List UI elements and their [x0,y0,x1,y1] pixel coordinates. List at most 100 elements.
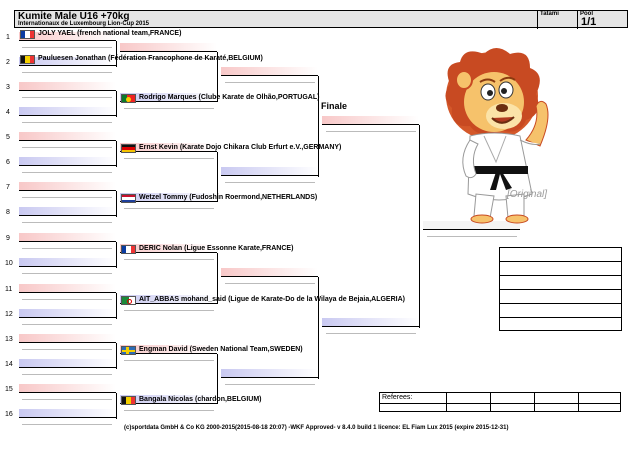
slot-number: 13 [5,336,13,343]
slot-subline [22,97,112,98]
slot-subline [22,349,112,350]
competitor-name: AIT_ABBAS mohand_said (Ligue de Karate-D… [139,296,405,303]
slot-subline [124,208,214,209]
connector [217,253,218,304]
connector [116,91,117,117]
semifinal-slot-1 [322,116,419,125]
rank-row [500,248,621,262]
slot-11 [19,284,116,293]
round2-slot-8 [120,395,217,404]
slot-number: 4 [6,109,10,116]
referees-divider [380,403,620,404]
belgium-flag-icon [121,396,136,405]
slot-subline [124,360,214,361]
round2-slot-4 [120,193,217,202]
slot-subline [22,172,112,173]
referees-table: Referees: [379,392,621,412]
footer-copyright: (c)sportdata GmbH & Co KG 2000-2015(2015… [124,425,509,431]
competitor-name: Engman David (Sweden National Team,SWEDE… [139,346,303,353]
slot-subline [22,122,112,123]
slot-number: 2 [6,59,10,66]
finale-label: Finale [321,101,348,111]
slot-16 [19,409,116,418]
referee-cell [578,393,579,411]
slot-1 [19,32,116,41]
slot-number: 12 [5,311,13,318]
slot-number: 16 [5,411,13,418]
slot-subline [225,82,315,83]
sweden-flag-icon [121,346,136,355]
round3-slot-2 [221,167,318,176]
slot-number: 14 [5,361,13,368]
belgium-flag-icon [20,55,35,64]
slot-subline [326,131,416,132]
slot-subline [22,374,112,375]
slot-subline [124,108,214,109]
france-flag-icon [20,30,35,39]
slot-13 [19,334,116,343]
slot-subline [22,324,112,325]
slot-6 [19,157,116,166]
slot-subline [124,158,214,159]
slot-number: 5 [6,134,10,141]
competitor-name: Wetzel Tommy (Fudoshin Roermond,NETHERLA… [139,194,318,201]
slot-9 [19,233,116,242]
connector [318,76,319,177]
slot-5 [19,132,116,141]
connector [217,354,218,404]
slot-12 [19,309,116,318]
competitor-name: JOLY YAEL (french national team,FRANCE) [38,30,182,37]
tatami-label: Tatami [540,11,559,17]
slot-subline [225,384,315,385]
round3-slot-3 [221,268,318,277]
competitor-name: Bangala Nicolas (chardon,BELGIUM) [139,396,262,403]
connector [217,52,218,102]
slot-subline [22,273,112,274]
competitor-name: Rodrigo Marques (Clube Karate de Olhão,P… [139,94,320,101]
connector [116,343,117,369]
rank-row [500,262,621,276]
slot-number: 11 [5,286,13,293]
slot-number: 6 [6,159,10,166]
connector [419,125,420,328]
winner-slot [423,221,520,230]
portugal-flag-icon [121,94,136,103]
slot-subline [124,58,214,59]
slot-15 [19,384,116,393]
tatami-cell: Tatami [537,11,577,29]
slot-subline [225,182,315,183]
pool-label: Pool [580,11,593,17]
slot-subline [427,236,517,237]
slot-subline [22,72,112,73]
slot-number: 1 [6,34,10,41]
connector [116,191,117,217]
connector [116,293,117,319]
pool-value: 1/1 [581,16,597,28]
referees-label: Referees: [382,394,413,401]
tournament-name: Internationaux de Luxembourg Lion-Cup 20… [18,21,150,27]
semifinal-slot-2 [322,318,419,327]
slot-number: 10 [5,260,13,267]
netherlands-flag-icon [121,194,136,203]
round2-slot-2 [120,93,217,102]
original-watermark: [Original] [507,189,548,200]
slot-2 [19,57,116,66]
connector [116,242,117,268]
pool-cell: Pool 1/1 [577,11,629,29]
slot-subline [124,259,214,260]
connector [116,41,117,67]
round2-slot-6 [120,295,217,304]
round2-slot-7 [120,345,217,354]
connector [217,152,218,202]
referee-cell [446,393,447,411]
round2-slot-5 [120,244,217,253]
ranking-table [499,247,622,331]
slot-subline [22,399,112,400]
referee-cell [490,393,491,411]
slot-number: 7 [6,184,10,191]
slot-number: 3 [6,84,10,91]
competitor-name: DERIC Nolan (Ligue Essonne Karate,FRANCE… [139,245,294,252]
connector [116,141,117,167]
france-flag-icon [121,245,136,254]
slot-subline [22,222,112,223]
